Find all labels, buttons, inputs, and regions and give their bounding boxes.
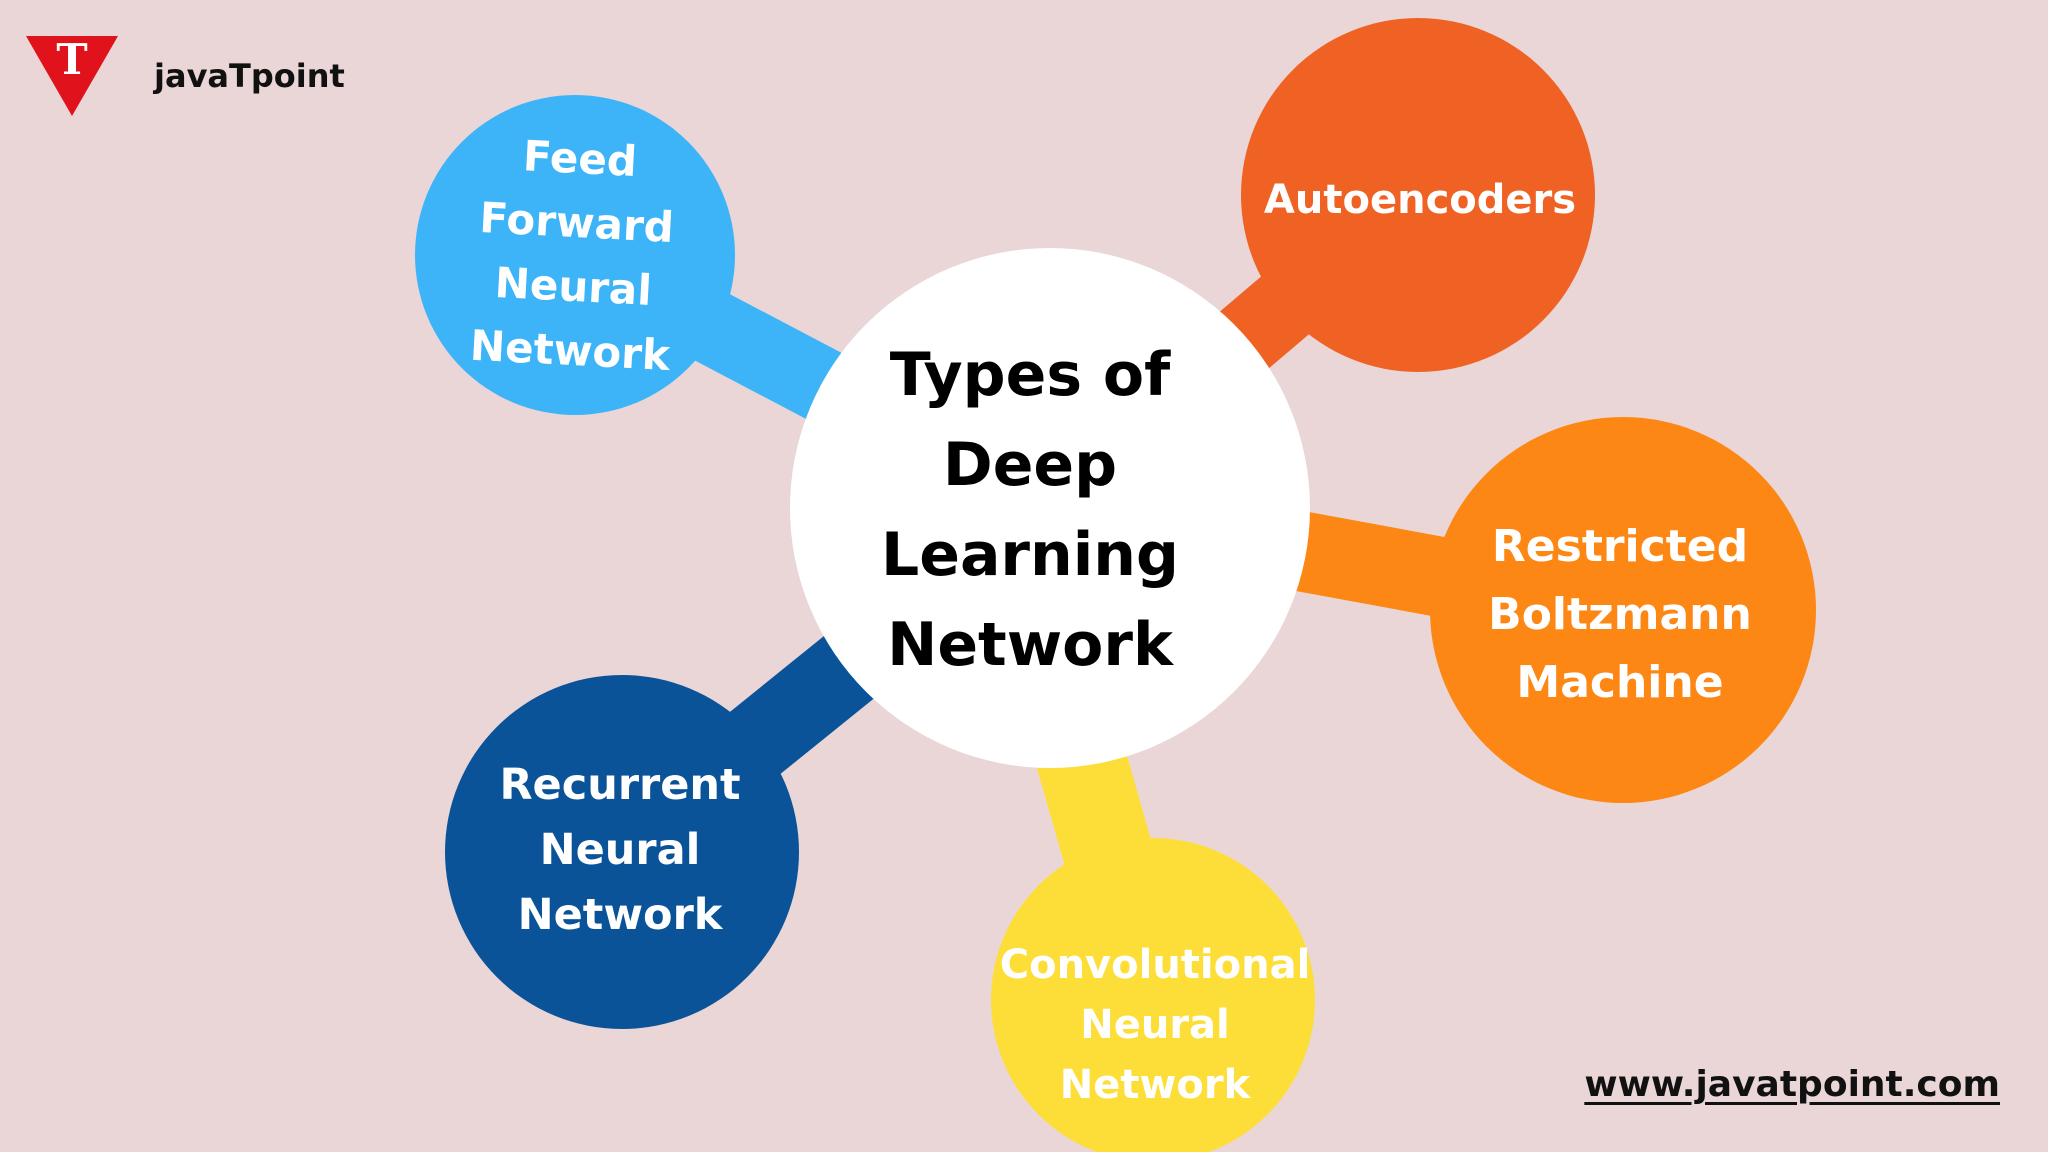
node-label-convolutional: Convolutional Neural Network xyxy=(999,942,1311,1108)
node-circle-convolutional[interactable] xyxy=(991,838,1315,1152)
node-circle-feed-forward[interactable] xyxy=(415,95,735,415)
node-circle-autoencoders[interactable] xyxy=(1241,18,1595,372)
node-circle-recurrent[interactable] xyxy=(445,675,799,1029)
node-label-feed-forward: Feed Forward Neural Network xyxy=(468,131,676,381)
brand[interactable]: T javaTpoint xyxy=(26,36,345,116)
center-title: Types of Deep Learning Network xyxy=(881,340,1179,680)
website-link[interactable]: www.javatpoint.com xyxy=(1584,1064,2000,1105)
node-circle-restricted-boltzmann[interactable] xyxy=(1430,417,1816,803)
brand-name: javaTpoint xyxy=(154,57,345,95)
logo-letter: T xyxy=(56,36,87,84)
node-label-restricted-boltzmann: Restricted Boltzmann Machine xyxy=(1488,521,1752,708)
node-label-autoencoders: Autoencoders xyxy=(1263,177,1577,223)
node-label-recurrent: Recurrent Neural Network xyxy=(499,759,741,940)
center-circle[interactable] xyxy=(790,248,1310,768)
javatpoint-logo-icon: T xyxy=(26,36,118,116)
